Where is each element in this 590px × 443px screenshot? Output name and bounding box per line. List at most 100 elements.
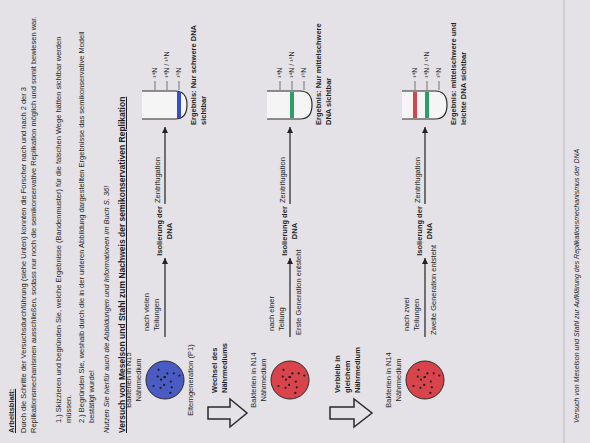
hint-text: Nutzen Sie hierfür auch die Abbildungen … <box>102 186 112 433</box>
culture-drawing <box>269 359 311 401</box>
dna-band <box>290 92 294 118</box>
step-label: Isolierung der DNA <box>154 204 176 258</box>
leader-line <box>292 81 293 90</box>
bacterium-dot <box>156 376 158 378</box>
culture-dish <box>269 359 311 401</box>
result-text: Ergebnis: Nur mittelschwere DNA sichtbar <box>314 21 334 125</box>
generation-label: Erste Generation entsteht <box>294 245 304 335</box>
result-text: Ergebnis: Nur schwere DNA sichtbar <box>189 21 209 125</box>
isotope-label: ¹⁴N / ¹⁵N <box>422 51 431 78</box>
result-text: Ergebnis: mittelschwere und leichte DNA … <box>449 21 469 125</box>
hollow-arrow <box>208 399 247 427</box>
bacterium-dot <box>288 384 290 386</box>
bacterium-dot <box>169 392 171 394</box>
bacterium-dot <box>297 372 299 374</box>
node-heading: Bakterien in N15 Nährmedium <box>124 339 144 421</box>
bacterium-dot <box>163 376 165 378</box>
bacteria-culture: Bakterien in N14 Nährmedium <box>384 339 446 421</box>
bacterium-dot <box>419 379 421 381</box>
bacterium-dot <box>423 376 425 378</box>
tube-outline <box>142 91 187 119</box>
bacterium-dot <box>303 374 305 376</box>
bacterium-dot <box>159 379 161 381</box>
leader-line <box>439 81 440 90</box>
task-text: 1.) Skizzieren und begründen Sie, welche… <box>54 18 74 423</box>
tube-area: ¹⁴N¹⁴N / ¹⁵N¹⁵N <box>401 25 449 125</box>
bacterium-dot <box>159 387 161 389</box>
bacterium-dot <box>282 369 284 371</box>
step-note: Wechsel des Nährmediums <box>210 331 230 393</box>
bacterium-dot <box>281 376 283 378</box>
tube-area: ¹⁴N¹⁴N / ¹⁵N¹⁵N <box>141 25 189 125</box>
bacterium-dot <box>169 380 171 382</box>
isotope-label: ¹⁴N / ¹⁵N <box>162 51 171 78</box>
bacterium-dot <box>295 386 297 388</box>
leader-line <box>427 81 428 90</box>
bacteria-culture: Bakterien in N14 Nährmedium <box>249 339 311 421</box>
bacteria-culture: Bakterien in N15 Nährmedium Elterngenerat… <box>124 339 195 421</box>
isotope-label: ¹⁴N / ¹⁵N <box>287 51 296 78</box>
centrifuge-tube: ¹⁴N¹⁴N / ¹⁵N¹⁵NErgebnis: Nur schwere DNA… <box>141 15 209 125</box>
isotope-label: ¹⁴N <box>410 68 419 78</box>
bacterium-dot <box>417 369 419 371</box>
bacterium-dot <box>163 384 165 386</box>
node-heading: Bakterien in N14 Nährmedium <box>384 339 404 421</box>
culture-dish <box>404 359 446 401</box>
dna-band <box>413 92 417 118</box>
tube-drawing <box>401 79 449 125</box>
generation-label: Elterngeneration (P1) <box>186 344 196 415</box>
centrifuge-tube: ¹⁴N¹⁴N / ¹⁵N¹⁵NErgebnis: Nur mittelschwe… <box>266 15 334 125</box>
bacterium-dot <box>294 380 296 382</box>
bacterium-dot <box>412 385 414 387</box>
generation-label: Zweite Generation entsteht <box>429 240 439 335</box>
bacterium-dot <box>288 376 290 378</box>
isotope-label: ¹⁴N <box>275 68 284 78</box>
sheet-heading: Arbeitsblatt: <box>7 389 17 433</box>
step-label: Zentrifugation <box>153 157 163 203</box>
intro-text: Durch die Schritte der Versuchsdurchführ… <box>19 13 39 433</box>
bacterium-dot <box>426 372 428 374</box>
tube-outline <box>267 91 312 119</box>
bacterium-dot <box>178 374 180 376</box>
culture-dish <box>144 359 186 401</box>
edge-label: nach einer Teilung <box>267 279 287 331</box>
bacterium-dot <box>163 376 165 378</box>
dna-band <box>425 92 429 118</box>
step-label: Zentrifugation <box>278 157 288 203</box>
leader-line <box>304 81 305 90</box>
tube-area: ¹⁴N¹⁴N / ¹⁵N¹⁵N <box>266 25 314 125</box>
bacterium-dot <box>166 372 168 374</box>
leader-line <box>179 81 180 90</box>
bacterium-dot <box>430 386 432 388</box>
leader-line <box>155 81 156 90</box>
culture-drawing <box>144 359 186 401</box>
culture-circle <box>271 361 309 399</box>
bacterium-dot <box>157 369 159 371</box>
culture-circle <box>406 361 444 399</box>
bacterium-dot <box>291 372 293 374</box>
tube-drawing <box>141 79 189 125</box>
leader-line <box>415 81 416 90</box>
culture-circle <box>146 361 184 399</box>
leader-line <box>280 81 281 90</box>
bacterium-dot <box>429 392 431 394</box>
bacterium-dot <box>284 379 286 381</box>
bacterium-dot <box>284 387 286 389</box>
bacterium-dot <box>277 385 279 387</box>
step-label: Zentrifugation <box>413 157 423 203</box>
bacterium-dot <box>438 374 440 376</box>
figure-caption: Versuch von Meselson und Stahl zur Aufkl… <box>572 149 581 423</box>
leader-line <box>167 81 168 90</box>
isotope-label: ¹⁵N <box>174 68 183 78</box>
bacterium-dot <box>170 386 172 388</box>
hollow-arrow <box>330 399 372 427</box>
edge-label: nach zwei Teilungen <box>402 279 422 331</box>
bacterium-dot <box>419 387 421 389</box>
bacterium-dot <box>172 372 174 374</box>
isotope-label: ¹⁵N <box>434 68 443 78</box>
bacterium-dot <box>152 385 154 387</box>
task-text: 2.) Begründen Sie, weshalb durch die in … <box>77 18 97 423</box>
culture-drawing <box>404 359 446 401</box>
bacterium-dot <box>423 376 425 378</box>
